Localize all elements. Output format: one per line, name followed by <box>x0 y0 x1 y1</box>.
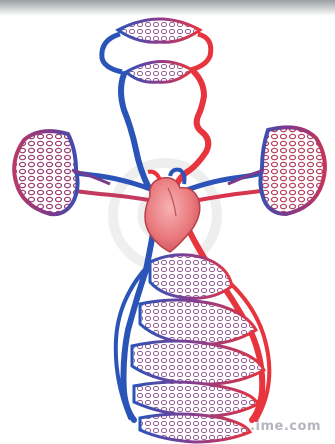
lung-capillary-bed-left <box>14 131 110 214</box>
body-capillary-bed <box>132 255 264 442</box>
head-capillary-lower <box>126 61 192 82</box>
body-capillary-1 <box>150 255 232 298</box>
body-capillary-5 <box>140 414 250 442</box>
lung-capillary-bed-right <box>228 127 325 214</box>
body-capillary-3 <box>132 341 264 384</box>
head-capillary-upper <box>118 19 200 42</box>
body-capillary-4 <box>134 382 258 416</box>
watermark-text: ...ime.com <box>239 419 321 434</box>
